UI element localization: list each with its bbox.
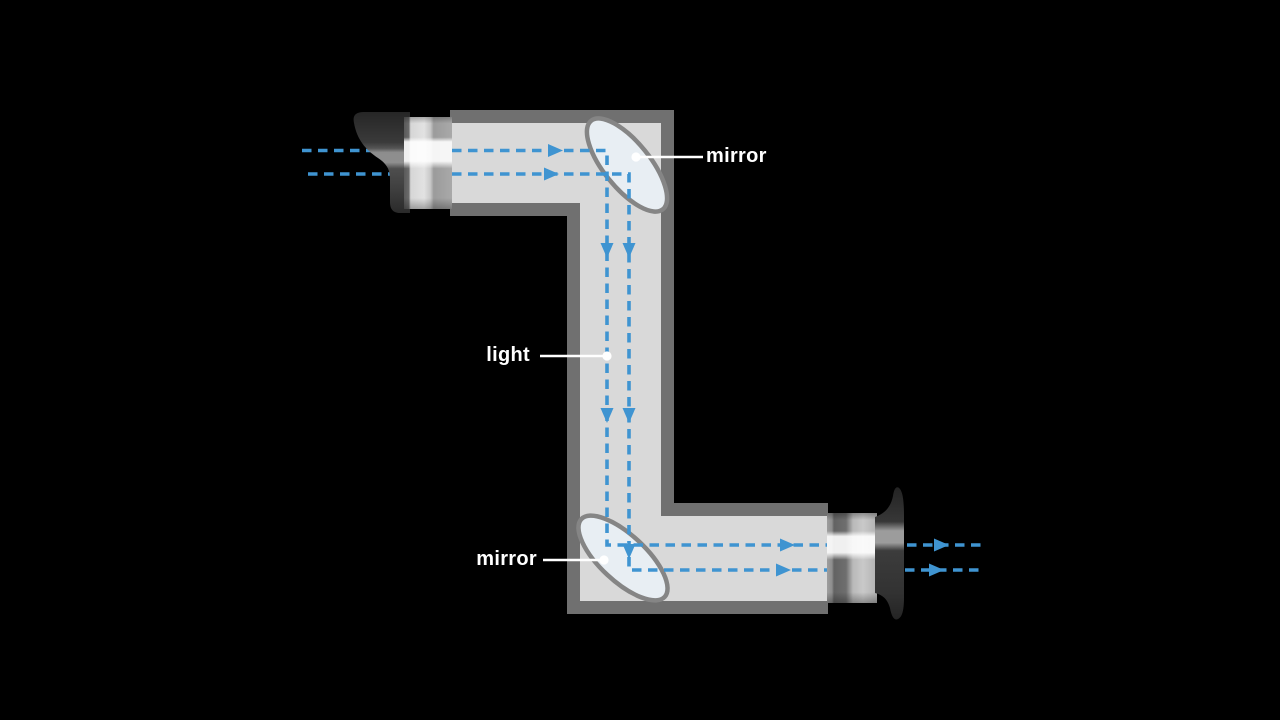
light-ray-1-path (452, 148, 830, 547)
arrowhead-right-icon (929, 563, 944, 577)
arrowhead-right-icon (780, 538, 795, 552)
arrowhead-down-icon (600, 243, 614, 258)
bottom-mirror (576, 513, 670, 603)
eyepiece-horn-right (875, 487, 904, 620)
leader-dot-top-mirror (631, 152, 641, 162)
light-ray-2-path (452, 172, 830, 572)
arrowhead-right-icon (934, 538, 949, 552)
leader-dot-bottom-mirror (599, 555, 609, 565)
label-bottom-mirror: mirror (476, 548, 537, 570)
arrowhead-right-icon (544, 167, 559, 181)
arrowhead-right-icon (776, 563, 791, 577)
arrowhead-right-icon (548, 144, 563, 157)
top-mirror (584, 116, 670, 214)
arrowhead-down-icon (622, 544, 636, 559)
leader-dot-light (602, 351, 612, 361)
arrowhead-down-icon (622, 243, 636, 258)
periscope-tube-inner (450, 123, 828, 601)
label-light: light (486, 344, 530, 366)
eyepiece-horn-left (353, 112, 410, 213)
label-top-mirror: mirror (706, 145, 767, 167)
eyepiece-collar-right-highlight (827, 513, 877, 603)
arrowhead-down-icon (622, 408, 636, 423)
arrowhead-down-icon (600, 408, 614, 423)
eyepiece-collar-left-highlight (404, 117, 452, 209)
